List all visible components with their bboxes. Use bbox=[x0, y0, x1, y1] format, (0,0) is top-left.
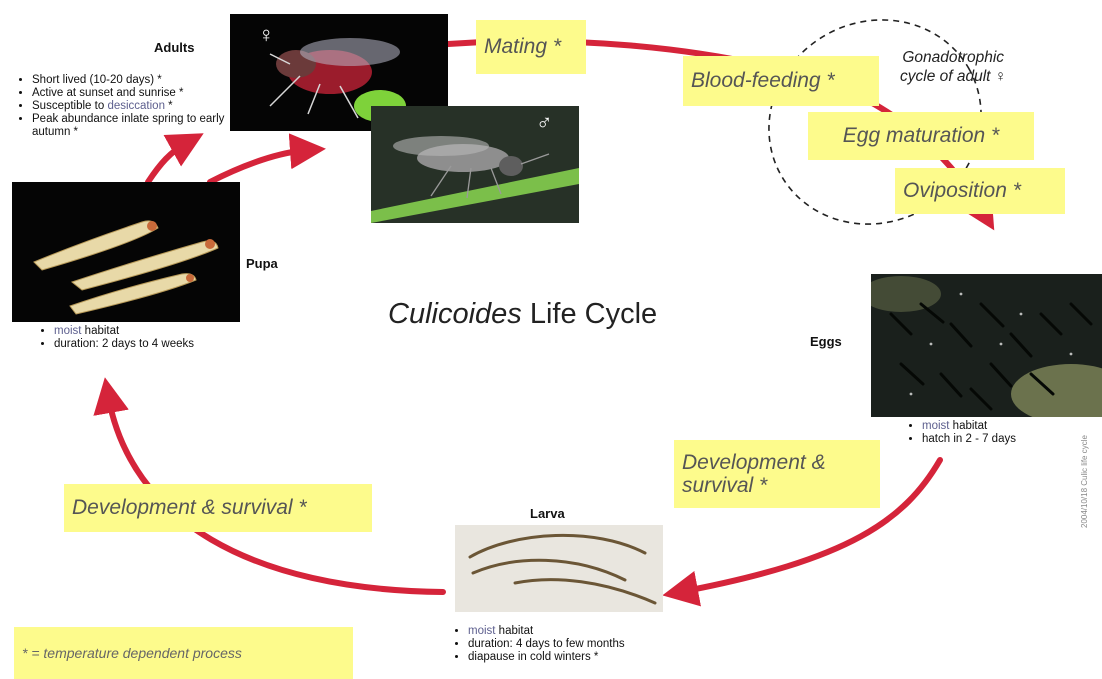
diagram-title: Culicoides Life Cycle bbox=[388, 298, 657, 331]
development-survival-left-label: Development & survival * bbox=[64, 484, 372, 532]
pupa-fact: duration: 2 days to 4 weeks bbox=[54, 338, 274, 351]
eggs-fact: moist habitat bbox=[922, 420, 1102, 433]
larva-habitat: habitat bbox=[495, 625, 534, 637]
larva-fact: moist habitat bbox=[468, 625, 708, 638]
blood-feeding-label: Blood-feeding * bbox=[683, 56, 879, 106]
desiccation-suffix: * bbox=[164, 100, 173, 112]
desiccation-word: desiccation bbox=[107, 100, 165, 112]
pupa-fact: moist habitat bbox=[54, 325, 274, 338]
pupa-photo bbox=[12, 182, 240, 322]
gonotrophic-line2: cycle of adult ♀ bbox=[900, 68, 1007, 85]
gonotrophic-cycle-outline bbox=[768, 19, 982, 225]
adult-male-photo: ♂ bbox=[371, 106, 579, 223]
mating-label: Mating * bbox=[476, 20, 586, 74]
larva-photo bbox=[455, 525, 663, 612]
adults-facts: Short lived (10-20 days) * Active at sun… bbox=[14, 74, 247, 139]
larva-facts: moist habitat duration: 4 days to few mo… bbox=[450, 625, 708, 664]
arrow-pupa-to-adult-female bbox=[145, 133, 204, 185]
male-symbol: ♂ bbox=[536, 110, 553, 135]
pupa-title: Pupa bbox=[246, 256, 278, 271]
adults-fact: Short lived (10-20 days) * bbox=[32, 74, 247, 87]
eggs-photo bbox=[871, 274, 1102, 417]
larva-title: Larva bbox=[530, 506, 565, 521]
image-credit: 2004/10/18 Culic life cycle bbox=[1080, 435, 1089, 528]
arrow-eggs-to-larva bbox=[662, 457, 943, 607]
gonotrophic-line1: Gonadotrophic bbox=[902, 49, 1005, 66]
development-survival-right-line2: survival * bbox=[682, 474, 768, 497]
female-symbol: ♀ bbox=[258, 22, 275, 47]
development-survival-right-label: Development & survival * bbox=[674, 440, 880, 508]
title-rest: Life Cycle bbox=[521, 298, 658, 330]
eggs-fact: hatch in 2 - 7 days bbox=[922, 433, 1102, 446]
gonotrophic-cycle-label: Gonadotrophic cycle of adult ♀ bbox=[900, 48, 1006, 86]
temperature-legend: * = temperature dependent process bbox=[14, 627, 353, 679]
adults-fact: Peak abundance inlate spring to early au… bbox=[32, 113, 247, 139]
egg-maturation-label: Egg maturation * bbox=[808, 112, 1034, 160]
arrow-larva-to-pupa bbox=[93, 377, 446, 595]
eggs-habitat: habitat bbox=[949, 420, 988, 432]
desiccation-prefix: Susceptible to bbox=[32, 100, 108, 112]
pupa-facts: moist habitat duration: 2 days to 4 week… bbox=[36, 325, 274, 351]
larva-fact: duration: 4 days to few months bbox=[468, 638, 708, 651]
pupa-habitat: habitat bbox=[81, 325, 120, 337]
arrow-pupa-to-adult-male bbox=[207, 133, 326, 185]
development-survival-right-line1: Development & bbox=[682, 451, 826, 474]
title-genus: Culicoides bbox=[388, 298, 522, 330]
larva-moist: moist bbox=[468, 625, 496, 637]
eggs-moist: moist bbox=[922, 420, 950, 432]
oviposition-label: Oviposition * bbox=[895, 168, 1065, 214]
adults-fact: Active at sunset and sunrise * bbox=[32, 87, 247, 100]
eggs-title: Eggs bbox=[810, 334, 842, 349]
adults-fact: Susceptible to desiccation * bbox=[32, 100, 247, 113]
adults-title: Adults bbox=[154, 40, 195, 55]
eggs-facts: moist habitat hatch in 2 - 7 days bbox=[904, 420, 1102, 446]
larva-fact: diapause in cold winters * bbox=[468, 651, 708, 664]
pupa-moist: moist bbox=[54, 325, 82, 337]
